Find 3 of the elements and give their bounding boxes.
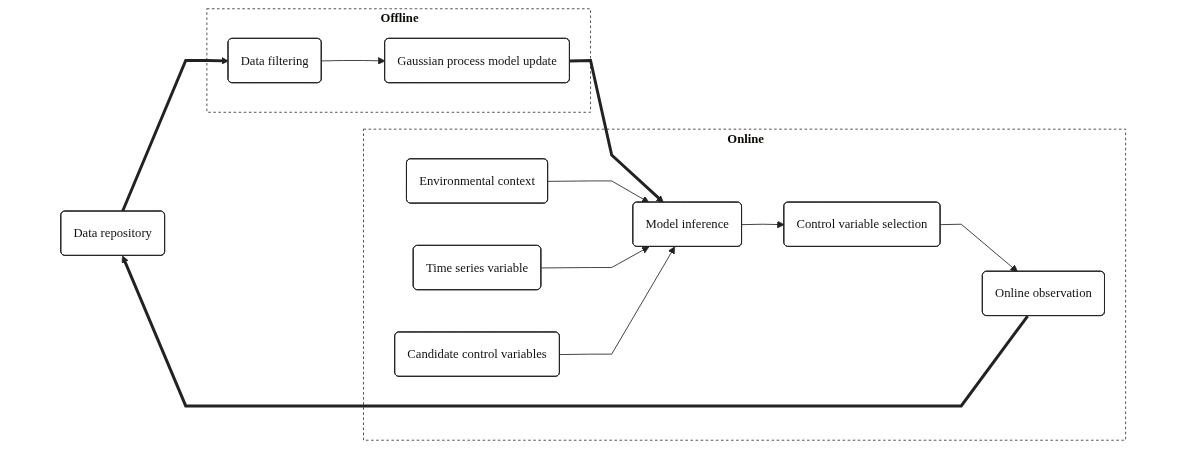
arrow <box>120 57 229 213</box>
arrow <box>569 59 664 203</box>
arrow <box>121 255 1029 408</box>
